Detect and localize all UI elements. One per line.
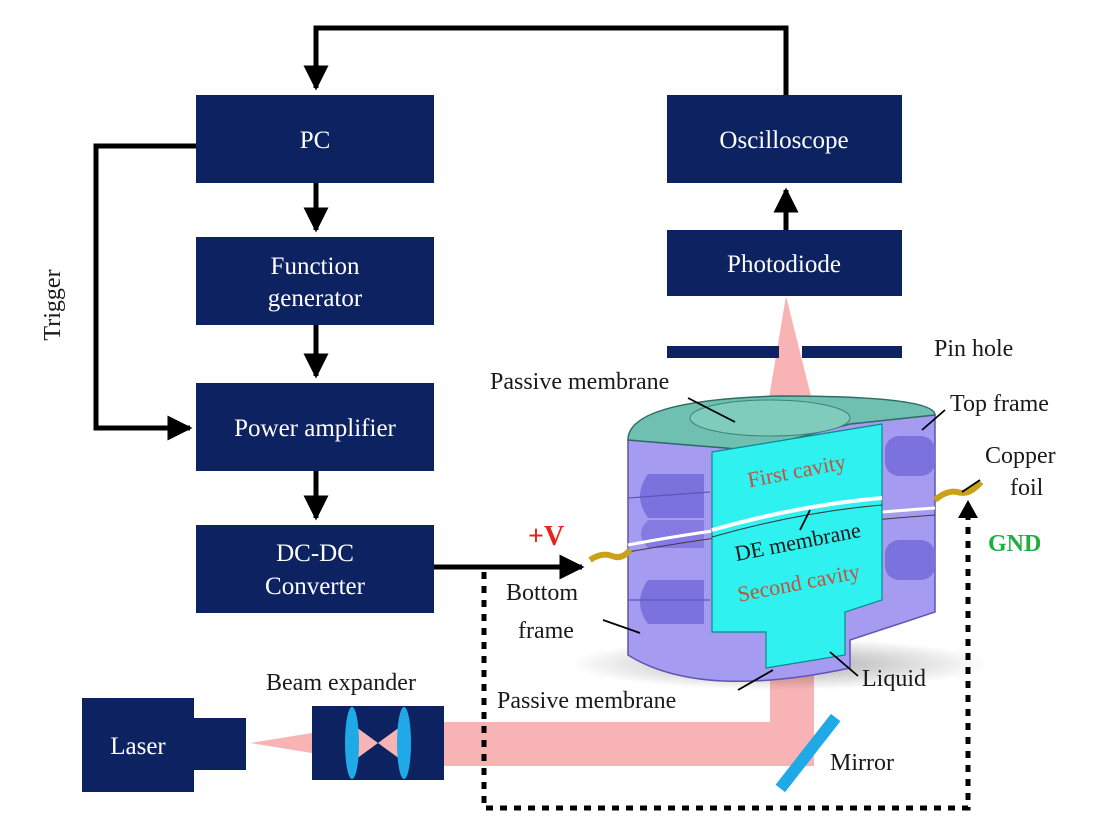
plus-v-label: +V bbox=[528, 521, 564, 552]
beam-expander-label: Beam expander bbox=[266, 670, 416, 696]
passive-membrane-bottom-label: Passive membrane bbox=[497, 688, 676, 714]
mirror bbox=[775, 713, 841, 793]
function-generator-label-1: Function bbox=[271, 253, 360, 280]
beam-expander bbox=[312, 706, 444, 780]
power-amplifier-block bbox=[196, 383, 434, 471]
oscilloscope-block bbox=[667, 95, 902, 183]
liquid-label: Liquid bbox=[862, 666, 926, 692]
leader-lines bbox=[602, 397, 981, 691]
photodiode-block bbox=[667, 230, 902, 296]
bottom-frame-label-2: frame bbox=[518, 618, 574, 644]
laser bbox=[82, 698, 246, 792]
copper-foil-label-1: Copper bbox=[985, 443, 1056, 469]
dcdc-converter-block bbox=[196, 525, 434, 613]
power-amplifier-label: Power amplifier bbox=[234, 415, 396, 442]
copper-foil-label-2: foil bbox=[1010, 475, 1044, 501]
dcdc-label-1: DC-DC bbox=[276, 540, 354, 567]
laser-label: Laser bbox=[110, 733, 166, 760]
trigger-label: Trigger bbox=[40, 269, 66, 340]
mirror-label: Mirror bbox=[830, 750, 894, 776]
ground-wire bbox=[481, 518, 971, 811]
passive-membrane-top-label: Passive membrane bbox=[490, 369, 669, 395]
connector-arrows bbox=[93, 25, 799, 580]
ground-arrowhead bbox=[958, 500, 978, 518]
pc-block bbox=[196, 95, 434, 183]
top-frame-label: Top frame bbox=[950, 391, 1049, 417]
device-cross-section bbox=[570, 395, 990, 690]
photodiode-label: Photodiode bbox=[727, 251, 841, 278]
gnd-label: GND bbox=[988, 531, 1041, 557]
function-generator-block bbox=[196, 237, 434, 325]
dcdc-label-2: Converter bbox=[265, 573, 366, 600]
pc-label: PC bbox=[300, 127, 331, 154]
pin-hole bbox=[667, 346, 902, 358]
pin-hole-label: Pin hole bbox=[934, 336, 1013, 362]
oscilloscope-label: Oscilloscope bbox=[719, 127, 848, 154]
function-generator-label-2: generator bbox=[268, 285, 363, 312]
bottom-frame-label-1: Bottom bbox=[506, 580, 578, 606]
